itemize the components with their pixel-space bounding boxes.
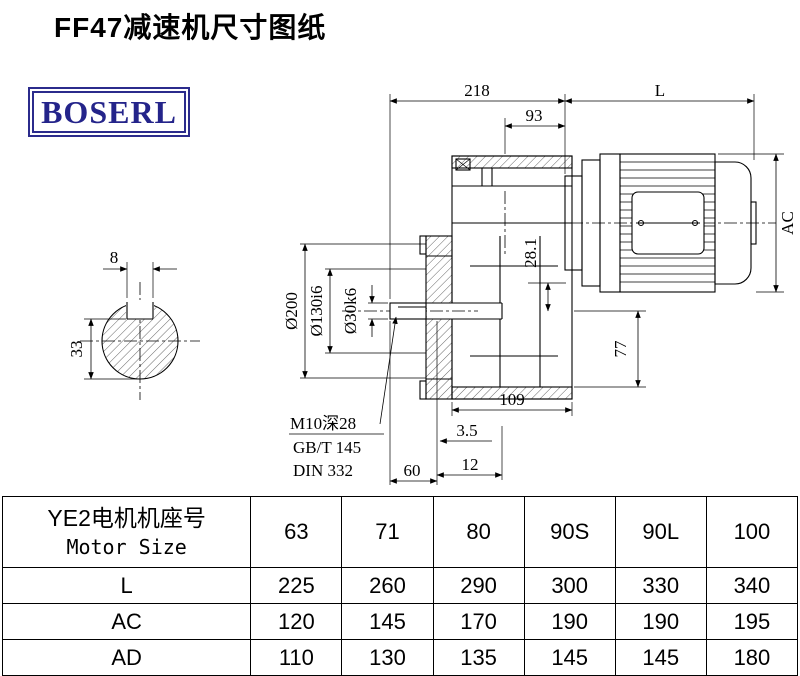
size-col-90s: 90S [523, 496, 616, 568]
size-col-100: 100 [705, 496, 799, 568]
cell-AD-71: 130 [341, 639, 434, 676]
cell-AC-90s: 190 [523, 603, 616, 640]
dim-section-depth: 33 [67, 341, 86, 358]
gearbox-housing [419, 155, 573, 400]
cell-AC-90l: 190 [614, 603, 707, 640]
dim-motor-length: L [655, 81, 665, 100]
cell-AC-100: 195 [705, 603, 799, 640]
gearbox-body [451, 155, 573, 400]
table-row-AC: AC 120 145 170 190 190 195 [1, 603, 799, 640]
dim-shaft-length: 60 [404, 461, 421, 480]
dim-top-width: 218 [464, 81, 490, 100]
size-col-80: 80 [432, 496, 525, 568]
shaft-section-view: 8 33 [67, 248, 200, 400]
cell-AD-90l: 145 [614, 639, 707, 676]
dim-motor-height: AC [778, 211, 797, 235]
cell-L-90l: 330 [614, 567, 707, 604]
dim-key-height: 28.1 [521, 238, 540, 268]
cell-AD-90s: 145 [523, 639, 616, 676]
cell-AD-80: 135 [432, 639, 525, 676]
page-title: FF47减速机尺寸图纸 [54, 12, 327, 43]
motor [548, 153, 776, 293]
motor-size-header-cell: YE2电机机座号 Motor Size [1, 496, 252, 568]
size-col-90l: 90L [614, 496, 707, 568]
cell-L-80: 290 [432, 567, 525, 604]
dim-spigot-dia: Ø130i6 [307, 286, 326, 337]
cell-L-100: 340 [705, 567, 799, 604]
table-header-row: YE2电机机座号 Motor Size 63 71 80 90S 90L 100 [1, 496, 799, 568]
dim-flange-od: Ø200 [282, 292, 301, 330]
shaft-end [389, 302, 427, 320]
table-row-L: L 225 260 290 300 330 340 [1, 567, 799, 604]
cell-AC-63: 120 [250, 603, 343, 640]
cell-L-71: 260 [341, 567, 434, 604]
note-std2: DIN 332 [293, 461, 353, 480]
row-label-AD: AD [1, 639, 252, 676]
technical-drawing: 8 33 [67, 81, 797, 485]
size-col-71: 71 [341, 496, 434, 568]
row-label-L: L [1, 567, 252, 604]
output-shaft [342, 302, 478, 320]
motor-endcap [714, 161, 752, 285]
dim-shaft-dia: Ø30k6 [341, 288, 360, 334]
motor-size-label-cn: YE2电机机座号 [47, 505, 206, 532]
cell-L-63: 225 [250, 567, 343, 604]
cell-AD-63: 110 [250, 639, 343, 676]
size-col-63: 63 [250, 496, 343, 568]
row-label-AC: AC [1, 603, 252, 640]
boserl-logo: BOSERL [28, 87, 190, 137]
cell-AC-80: 170 [432, 603, 525, 640]
dim-center-height: 77 [611, 340, 630, 358]
cell-AC-71: 145 [341, 603, 434, 640]
cell-AD-100: 180 [705, 639, 799, 676]
dim-gap: 3.5 [456, 421, 477, 440]
note-tap: M10深28 [290, 414, 356, 433]
dim-input-offset: 93 [526, 106, 543, 125]
dim-foot-width: 109 [499, 390, 525, 409]
cell-L-90s: 300 [523, 567, 616, 604]
motor-size-label-en: Motor Size [66, 534, 187, 559]
logo-text: BOSERL [41, 94, 177, 130]
dimensions: 218 L 93 AC Ø200 Ø130i6 [282, 81, 797, 485]
note-std1: GB/T 145 [293, 438, 361, 457]
motor-dimension-table: YE2电机机座号 Motor Size 63 71 80 90S 90L 100… [1, 496, 799, 676]
table-row-AD: AD 110 130 135 145 145 180 [1, 639, 799, 676]
dim-key-width: 8 [110, 248, 119, 267]
dim-step: 12 [462, 455, 479, 474]
notes: M10深28 GB/T 145 DIN 332 [289, 316, 398, 480]
